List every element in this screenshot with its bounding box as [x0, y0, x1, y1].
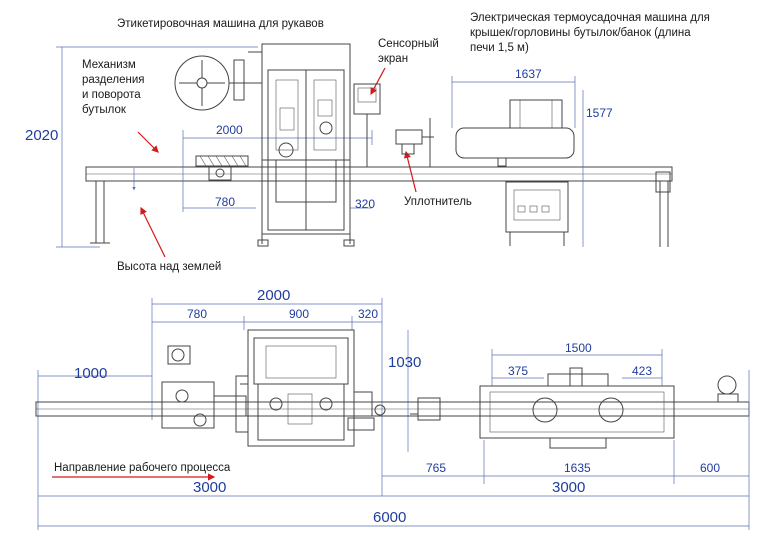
label-mech-line-4: бутылок [82, 104, 127, 116]
label-shrink-line-2: крышек/горловины бутылок/банок (длина [470, 27, 691, 39]
flow-direction-label: Направление рабочего процесса [54, 462, 231, 474]
label-ground-height: Высота над землей [117, 261, 221, 273]
label-mech-line-2: разделения [82, 74, 145, 86]
arrow-ground [140, 206, 166, 258]
label-mech-line-1: Механизм [82, 59, 136, 71]
dim-top-outfeed: 600 [700, 461, 720, 475]
arrow-mechanism [137, 131, 159, 153]
dim-front-height: 2020 [25, 127, 58, 144]
label-sleeve-labeler: Этикетировочная машина для рукавов [117, 18, 324, 30]
top-labeler [235, 329, 386, 447]
top-shrink-oven: 1500 375 423 [479, 341, 675, 449]
arrow-sealer [403, 150, 417, 193]
label-shrink-line-3: печи 1,5 м) [470, 42, 529, 54]
dim-top-half-right: 3000 [552, 479, 585, 496]
dim-front-part-b: 320 [355, 197, 375, 211]
dim-front-oven-height: 1577 [586, 106, 613, 120]
dim-top-gap: 765 [426, 461, 446, 475]
dim-top-width: 1030 [388, 354, 421, 371]
dim-top-total: 6000 [373, 509, 406, 526]
dim-top-half-left: 3000 [193, 479, 226, 496]
label-touch-line-2: экран [378, 53, 408, 65]
front-labeler [174, 43, 355, 247]
arrow-touchscreen [370, 67, 386, 96]
dim-top-oven-inner-right: 423 [632, 364, 652, 378]
label-mech-line-3: и поворота [82, 89, 141, 101]
dim-front-part-a: 780 [215, 195, 235, 209]
dim-front-oven-length: 1637 [515, 67, 542, 81]
dim-top-oven-length: 1500 [565, 341, 592, 355]
label-shrink-line-1: Электрическая термоусадочная машина для [470, 12, 710, 24]
dim-top-oven-inner-left: 375 [508, 364, 528, 378]
dim-front-labeler-length: 2000 [216, 123, 243, 137]
top-view: 2000 780 900 320 1030 1000 [35, 287, 750, 530]
front-view: Этикетировочная машина для рукавов Элект… [25, 12, 710, 273]
dim-top-part-a: 780 [187, 307, 207, 321]
front-touchscreen [353, 83, 381, 167]
label-sealer: Уплотнитель [404, 196, 472, 208]
dim-top-part-b: 900 [289, 307, 309, 321]
front-sealer [395, 118, 434, 167]
label-touch-line-1: Сенсорный [378, 38, 439, 50]
dim-top-part-c: 320 [358, 307, 378, 321]
front-shrink-oven: 1637 1577 [451, 67, 613, 247]
dim-top-labeler-length: 2000 [257, 287, 290, 304]
top-sealer [417, 397, 441, 421]
dim-top-oven-body: 1635 [564, 461, 591, 475]
dim-top-infeed: 1000 [74, 365, 107, 382]
